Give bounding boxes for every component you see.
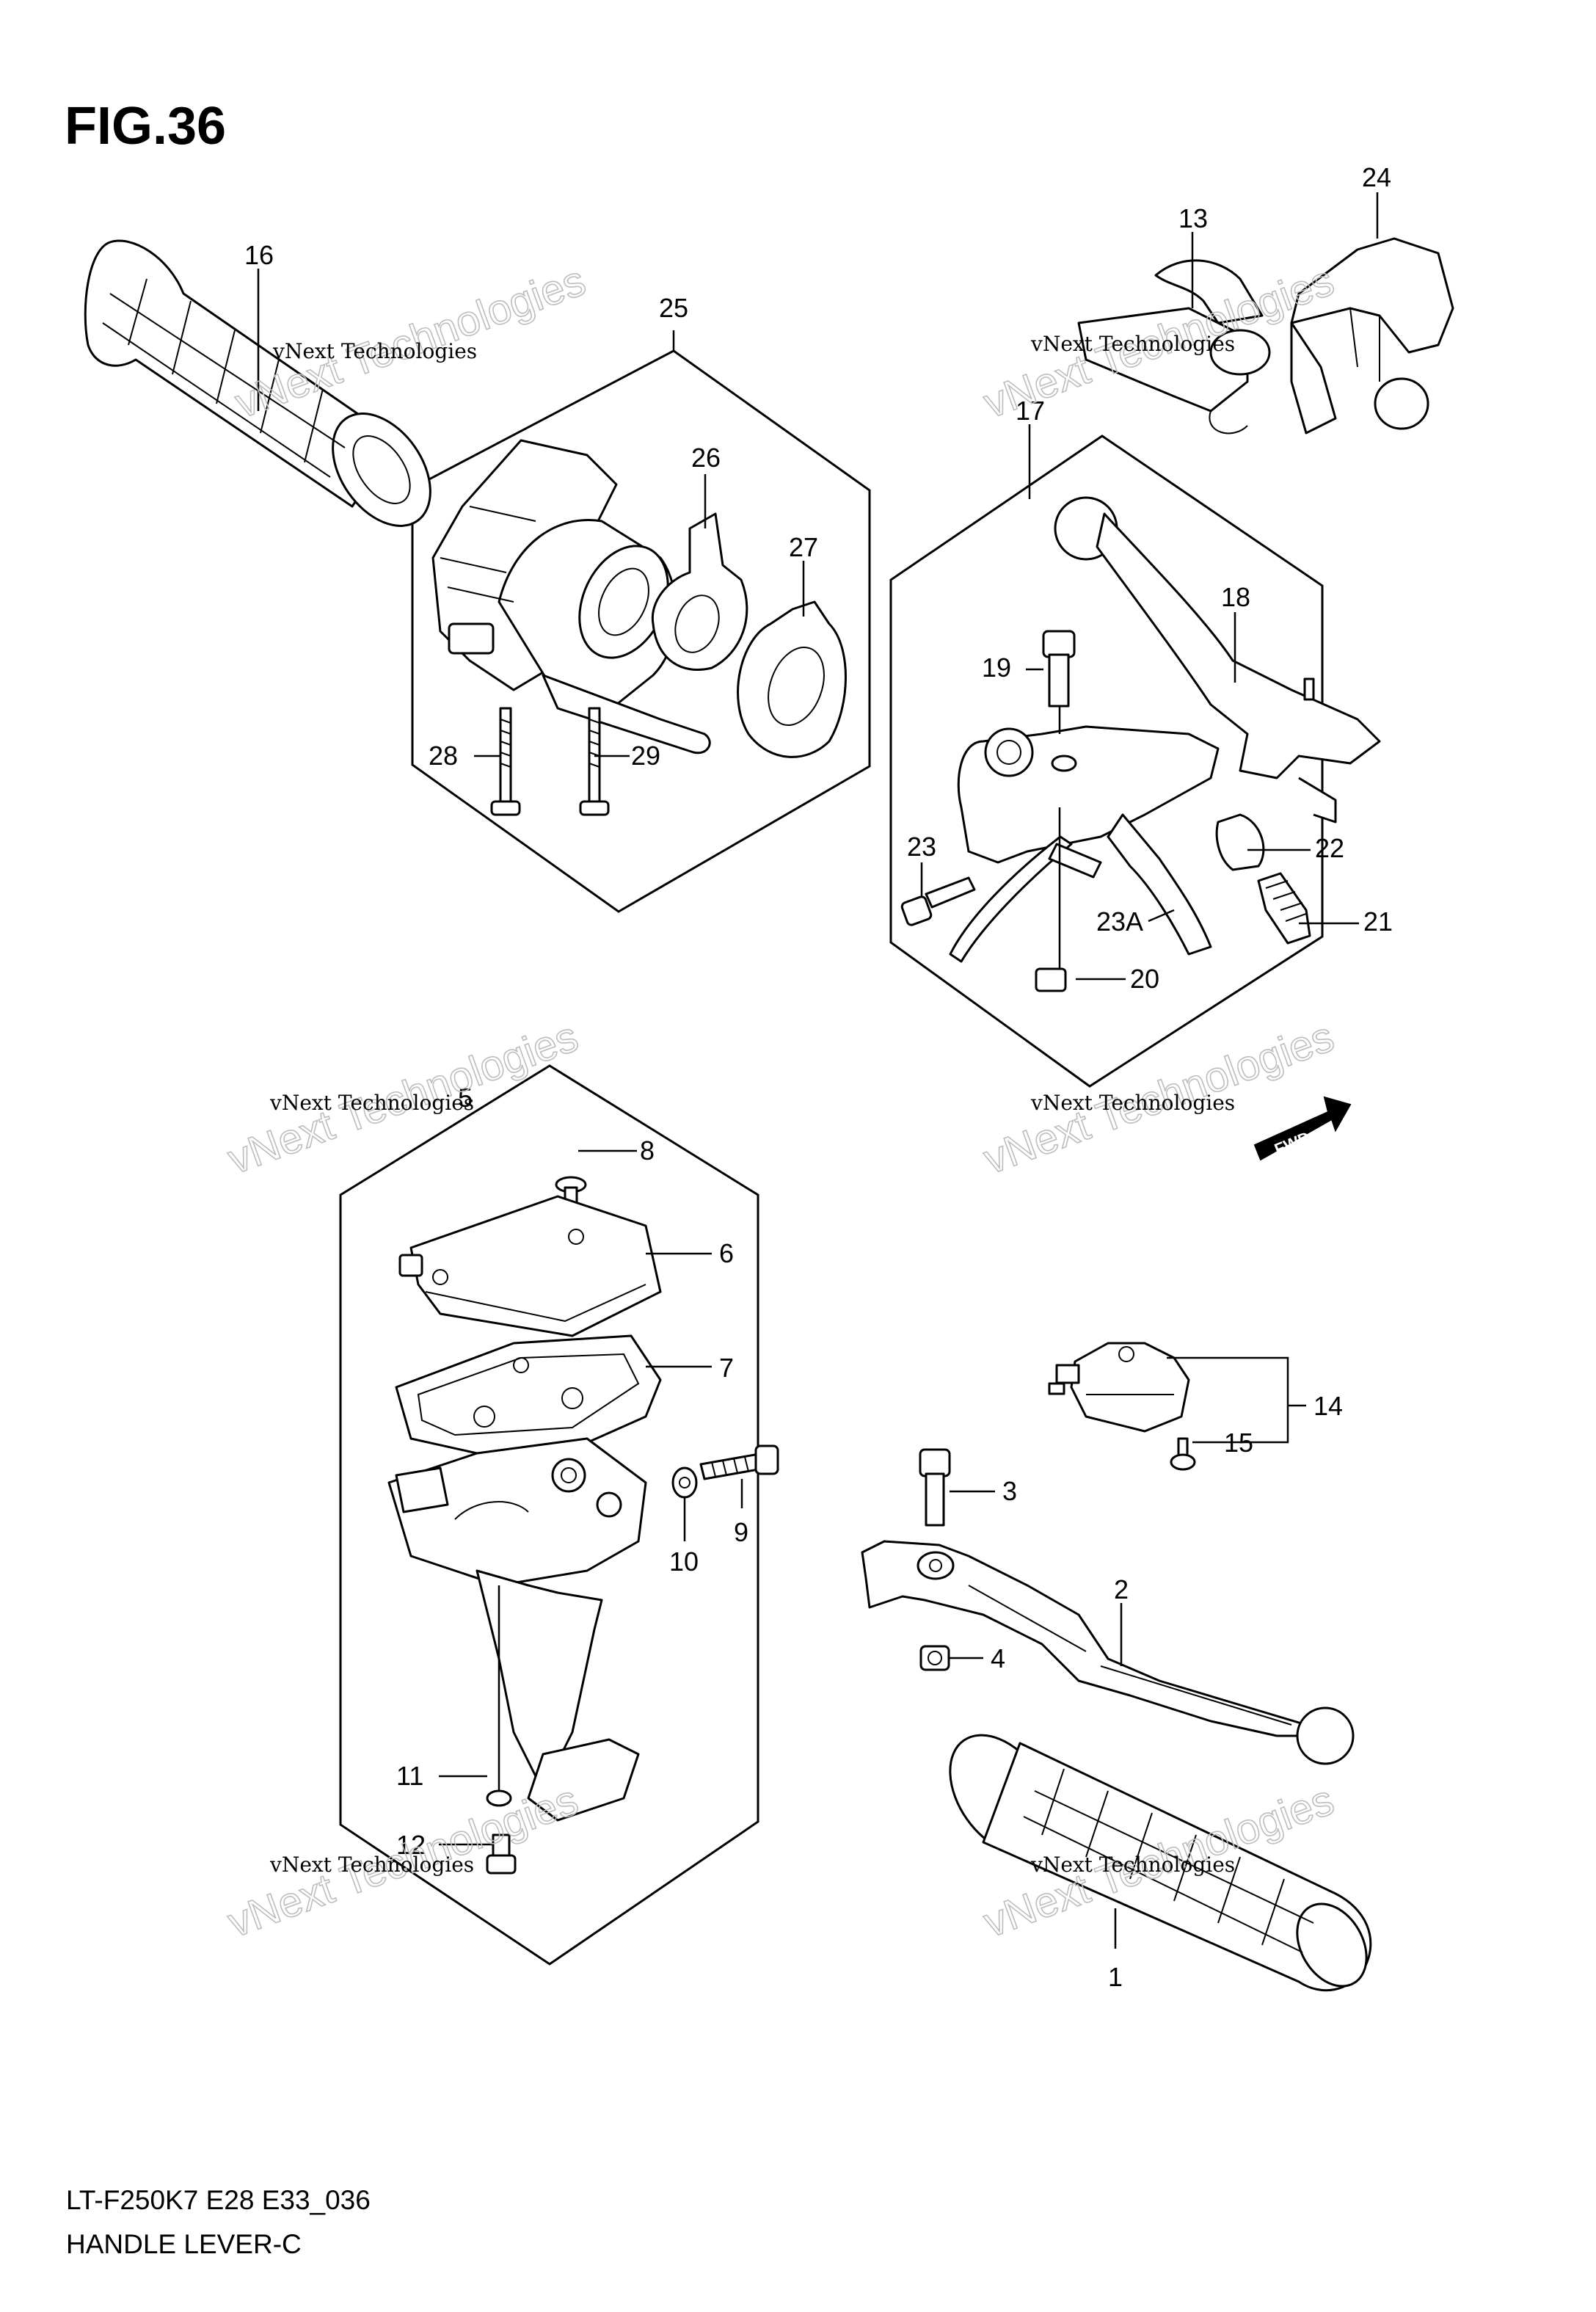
callout-16: 16: [244, 240, 274, 270]
callout-27: 27: [789, 532, 818, 562]
callout-7: 7: [719, 1353, 734, 1383]
cable-part-11[interactable]: [486, 1585, 512, 1807]
watermark-small-5: vNext Technologies: [269, 1853, 474, 1877]
callout-9: 9: [734, 1517, 748, 1547]
nut-part-20[interactable]: [1035, 967, 1067, 992]
callout-23a: 23A: [1096, 906, 1143, 937]
gasket-part-7[interactable]: [395, 1334, 662, 1455]
brake-master-cylinder-part-17[interactable]: [949, 725, 1220, 963]
switch-screw-part-21[interactable]: [1257, 872, 1311, 945]
screw-part-28[interactable]: [490, 707, 521, 816]
watermark-small-1: vNext Technologies: [272, 339, 477, 363]
callout-23: 23: [907, 832, 936, 862]
nut-part-10[interactable]: [671, 1466, 698, 1499]
callout-5: 5: [458, 1083, 473, 1113]
callout-20: 20: [1130, 964, 1159, 994]
figure-title: FIG.36: [65, 97, 226, 156]
callout-8: 8: [640, 1135, 655, 1166]
bolt-part-23[interactable]: [900, 876, 976, 926]
callout-22: 22: [1315, 833, 1344, 863]
switch-housing-part-5[interactable]: [387, 1437, 647, 1822]
callout-11: 11: [396, 1761, 423, 1791]
grip-left-part-16[interactable]: [84, 239, 451, 544]
throttle-lever-part-26[interactable]: [651, 512, 748, 671]
callout-24: 24: [1362, 162, 1391, 192]
callout-28: 28: [429, 741, 458, 771]
callout-17: 17: [1016, 396, 1045, 426]
callout-2: 2: [1114, 1574, 1129, 1604]
switch-assembly-part-25[interactable]: [431, 439, 711, 755]
grip-right-part-1[interactable]: [929, 1716, 1381, 1999]
nut-part-4[interactable]: [919, 1645, 950, 1671]
callout-12: 12: [396, 1830, 426, 1860]
group-box-17: [889, 435, 1324, 1088]
watermark-small-3: vNext Technologies: [269, 1091, 474, 1115]
clamp-part-24[interactable]: [1290, 237, 1454, 435]
footer-section-name: HANDLE LEVER-C: [66, 2229, 302, 2259]
callout-18: 18: [1221, 582, 1250, 612]
watermark-small-2: vNext Technologies: [1030, 332, 1235, 356]
brake-lever-part-18[interactable]: [1054, 496, 1381, 824]
callout-4: 4: [991, 1643, 1005, 1673]
clamp-part-13[interactable]: [1077, 259, 1271, 435]
callout-15: 15: [1224, 1428, 1253, 1458]
callout-25: 25: [659, 293, 688, 323]
screw-part-29[interactable]: [579, 707, 610, 816]
callout-13: 13: [1178, 203, 1208, 233]
leader-lines: [257, 192, 1379, 1949]
group-box-5: [339, 1064, 759, 1966]
fwd-arrow-icon: FWD: [1253, 1096, 1352, 1161]
footer-model-code: LT-F250K7 E28 E33_036: [66, 2185, 371, 2215]
callout-14: 14: [1313, 1391, 1343, 1421]
callout-21: 21: [1363, 906, 1393, 937]
callout-labels: 16 25 26 27 28 29 13 24 17 18 19 23 23A …: [244, 162, 1393, 1992]
callout-19: 19: [982, 652, 1011, 683]
watermark-small-6: vNext Technologies: [1030, 1853, 1235, 1877]
screw-part-12[interactable]: [486, 1833, 517, 1875]
boot-part-22[interactable]: [1215, 813, 1265, 871]
callout-1: 1: [1108, 1962, 1123, 1992]
pivot-bolt-part-3[interactable]: [919, 1448, 951, 1527]
watermark-small-4: vNext Technologies: [1030, 1091, 1235, 1115]
callout-29: 29: [631, 741, 660, 771]
callout-6: 6: [719, 1238, 734, 1268]
screw-part-15[interactable]: [1170, 1437, 1196, 1471]
brake-switch-part-14[interactable]: [1048, 1342, 1190, 1433]
callout-26: 26: [691, 443, 721, 473]
callout-10: 10: [669, 1546, 699, 1577]
throttle-cover-part-27[interactable]: [737, 600, 847, 758]
screw-part-9[interactable]: [699, 1444, 779, 1480]
callout-3: 3: [1002, 1476, 1017, 1506]
pivot-bolt-part-19[interactable]: [1042, 630, 1076, 708]
lever-part-2[interactable]: [861, 1540, 1355, 1765]
cover-part-6[interactable]: [398, 1195, 662, 1337]
